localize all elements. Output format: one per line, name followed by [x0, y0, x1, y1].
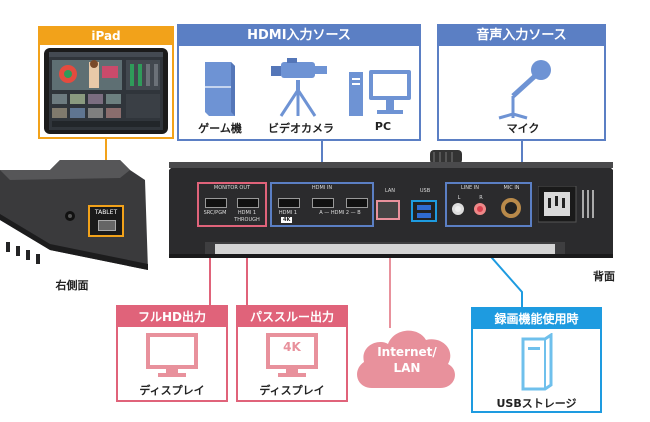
mic-in-label: MIC IN [503, 185, 520, 191]
hdmi-item-label-2: PC [374, 120, 392, 133]
hdmi-a-b-label: A — HDMI 2 — B [319, 210, 361, 216]
rear-view-label: 背面 [593, 270, 615, 283]
src-pgm-label: SRC/PGM [203, 210, 227, 216]
line-in-l-jack[interactable] [452, 203, 464, 215]
ipad-screen-icon [44, 48, 168, 134]
hdmi1-through-port[interactable] [237, 198, 259, 208]
game-console-icon [205, 62, 235, 116]
lan-label: LAN [384, 188, 396, 194]
hdmi-in-port-2a[interactable] [312, 198, 334, 208]
line-in-label: LINE IN [461, 185, 479, 191]
display-4k-icon [266, 333, 318, 377]
audio-in-group: LINE IN MIC IN L R [445, 182, 532, 227]
passthrough-display-label: ディスプレイ [259, 384, 325, 397]
audio-item-label-0: マイク [506, 122, 540, 135]
ipad-panel: iPad [38, 26, 174, 139]
hdmi-item-label-1: ビデオカメラ [268, 122, 334, 135]
hdmi1-out-label: HDMI 1 [237, 210, 257, 216]
video-camera-icon [271, 58, 327, 117]
recording-panel: 録画機能使用時 USBストレージ [471, 307, 602, 413]
usb-storage-icon [521, 333, 553, 391]
hdmi-in-port-1[interactable] [278, 198, 300, 208]
tablet-port-box: TABLET [88, 205, 124, 237]
usb-label: USB [419, 188, 431, 194]
network-label-line1: Internet/ [377, 345, 437, 359]
hdmi-src-pgm-port[interactable] [205, 198, 227, 208]
lan-port[interactable] [376, 200, 400, 220]
hdmi1-in-label: HDMI 1 [278, 210, 298, 216]
line-r-label: R [479, 195, 483, 201]
fourk-display-badge: 4K [283, 340, 301, 354]
usb-port[interactable] [411, 200, 437, 222]
full-hd-title: フルHD出力 [118, 307, 226, 327]
hdmi-item-label-0: ゲーム機 [198, 122, 242, 135]
usb-storage-label: USBストレージ [496, 397, 577, 410]
hdmi-in-group: HDMI IN HDMI 1 A — HDMI 2 — B 4K [270, 182, 374, 227]
line-l-label: L [457, 195, 461, 201]
fourk-badge: 4K [281, 217, 293, 223]
power-inlet-icon [538, 186, 594, 223]
audio-input-title: 音声入力ソース [439, 26, 604, 46]
audio-input-panel: 音声入力ソース マイク [437, 24, 606, 141]
hdmi-input-title: HDMI入力ソース [179, 26, 419, 46]
hdmi-in-port-2b[interactable] [346, 198, 368, 208]
monitor-out-group: MONITOR OUT SRC/PGM HDMI 1 THROUGH [197, 182, 267, 227]
usb-group: USB [411, 188, 439, 227]
tablet-usb-port[interactable] [98, 220, 116, 231]
full-hd-output-panel: フルHD出力 ディスプレイ [116, 305, 228, 402]
passthrough-title: パススルー出力 [238, 307, 346, 327]
ipad-title: iPad [40, 28, 172, 45]
side-view-label: 右側面 [55, 279, 89, 292]
hdmi-in-label: HDMI IN [311, 185, 333, 191]
recording-title: 録画機能使用時 [473, 309, 600, 329]
network-label-line2: LAN [393, 361, 421, 375]
monitor-out-label: MONITOR OUT [213, 185, 251, 191]
full-hd-display-label: ディスプレイ [139, 384, 205, 397]
device-side-view [0, 160, 148, 270]
mic-in-jack[interactable] [501, 198, 521, 218]
microphone-icon [498, 60, 551, 120]
line-in-r-jack[interactable] [474, 203, 486, 215]
through-label: THROUGH [234, 217, 260, 223]
hdmi-input-panel: HDMI入力ソース ゲーム機 ビデオカメラ PC [177, 24, 421, 141]
pc-icon [349, 70, 411, 116]
tablet-port-label: TABLET [94, 209, 118, 216]
display-icon [146, 333, 198, 377]
lan-group: LAN [376, 188, 404, 227]
cloud-icon [357, 330, 455, 388]
passthrough-output-panel: パススルー出力 4K ディスプレイ [236, 305, 348, 402]
